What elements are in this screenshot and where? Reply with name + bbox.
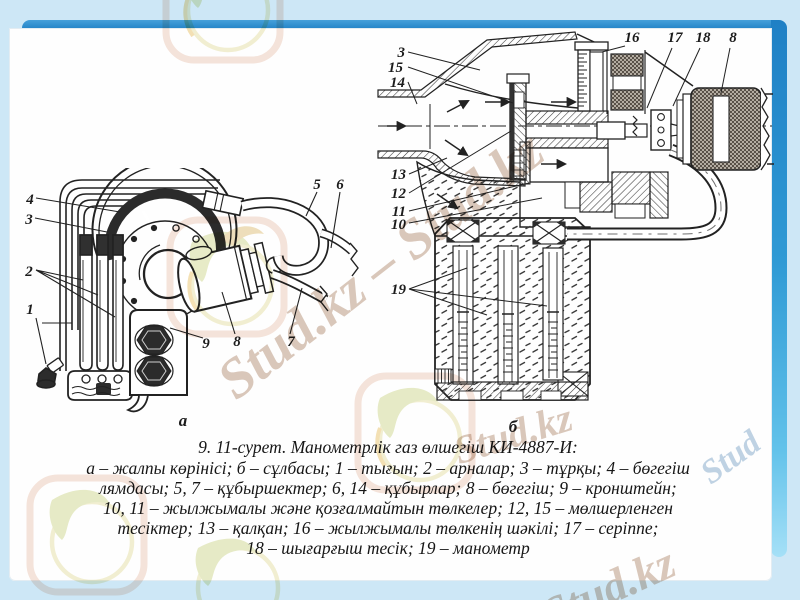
fig-a-callout-4: 4 bbox=[25, 192, 34, 208]
fig-a-callout-2: 2 bbox=[24, 264, 33, 280]
plug-bolt-drawing bbox=[36, 357, 64, 389]
scale-tube-drawing bbox=[574, 41, 646, 114]
caption-line: а – жалпы көрінісі; б – сұлбасы; 1 – тығ… bbox=[86, 458, 690, 478]
fig-a-callout-8: 8 bbox=[233, 334, 241, 350]
fig-b-callout-17: 17 bbox=[668, 30, 684, 46]
fig-b-callout-10: 10 bbox=[391, 217, 407, 233]
fig-b-callout-19: 19 bbox=[391, 282, 407, 298]
fig-b-callout-14: 14 bbox=[390, 75, 406, 91]
leader-lines-b bbox=[407, 45, 731, 316]
figure-b-schematic: 3 15 14 13 12 11 10 19 16 17 18 8 б bbox=[377, 30, 774, 436]
caption-line: лямдасы; 5, 7 – құбыршектер; 6, 14 – құб… bbox=[99, 478, 677, 498]
cap-drawing bbox=[676, 87, 774, 171]
fig-b-callout-11: 11 bbox=[392, 204, 406, 220]
fig-b-callout-18: 18 bbox=[696, 30, 712, 46]
fig-b-callout-3: 3 bbox=[397, 45, 406, 61]
fig-a-label: а bbox=[179, 411, 188, 428]
fig-a-callout-5: 5 bbox=[313, 177, 321, 193]
caption-line: тесіктер; 13 – қалқан; 16 – жылжымалы тө… bbox=[117, 518, 659, 538]
flow-arrows bbox=[387, 96, 578, 210]
fig-a-callout-3: 3 bbox=[24, 212, 33, 228]
fig-a-callout-9: 9 bbox=[202, 336, 210, 352]
manometer-drawing bbox=[434, 217, 591, 401]
figure-a-general-view: 4 3 2 1 5 6 9 8 7 а bbox=[24, 168, 359, 428]
fig-b-callout-16: 16 bbox=[625, 30, 641, 46]
caption-title: 9. 11-сурет. Манометрлік газ өлшегіш КИ-… bbox=[198, 437, 578, 457]
sleeve-assembly-drawing bbox=[506, 73, 688, 181]
caption-line: 18 – шығарғыш тесік; 19 – манометр bbox=[246, 538, 530, 558]
frame-top-bar bbox=[22, 20, 787, 30]
bracket-drawing bbox=[125, 309, 188, 413]
fig-b-callout-12: 12 bbox=[391, 186, 407, 202]
fig-a-callout-7: 7 bbox=[287, 334, 295, 350]
fig-a-callout-6: 6 bbox=[336, 177, 344, 193]
fig-b-callout-13: 13 bbox=[391, 167, 407, 183]
caption-line: 10, 11 – жылжымалы және қозғалмайтын төл… bbox=[103, 498, 673, 518]
fig-b-callout-15: 15 bbox=[388, 60, 404, 76]
figure-caption: 9. 11-сурет. Манометрлік газ өлшегіш КИ-… bbox=[12, 437, 764, 558]
frame-right-bar bbox=[771, 20, 787, 557]
fig-a-callout-1: 1 bbox=[26, 302, 34, 318]
fig-b-callout-8b: 8 bbox=[729, 30, 737, 46]
fig-b-label: б bbox=[509, 417, 519, 436]
chamber-drawing bbox=[519, 141, 669, 219]
channels-drawing bbox=[36, 234, 133, 401]
